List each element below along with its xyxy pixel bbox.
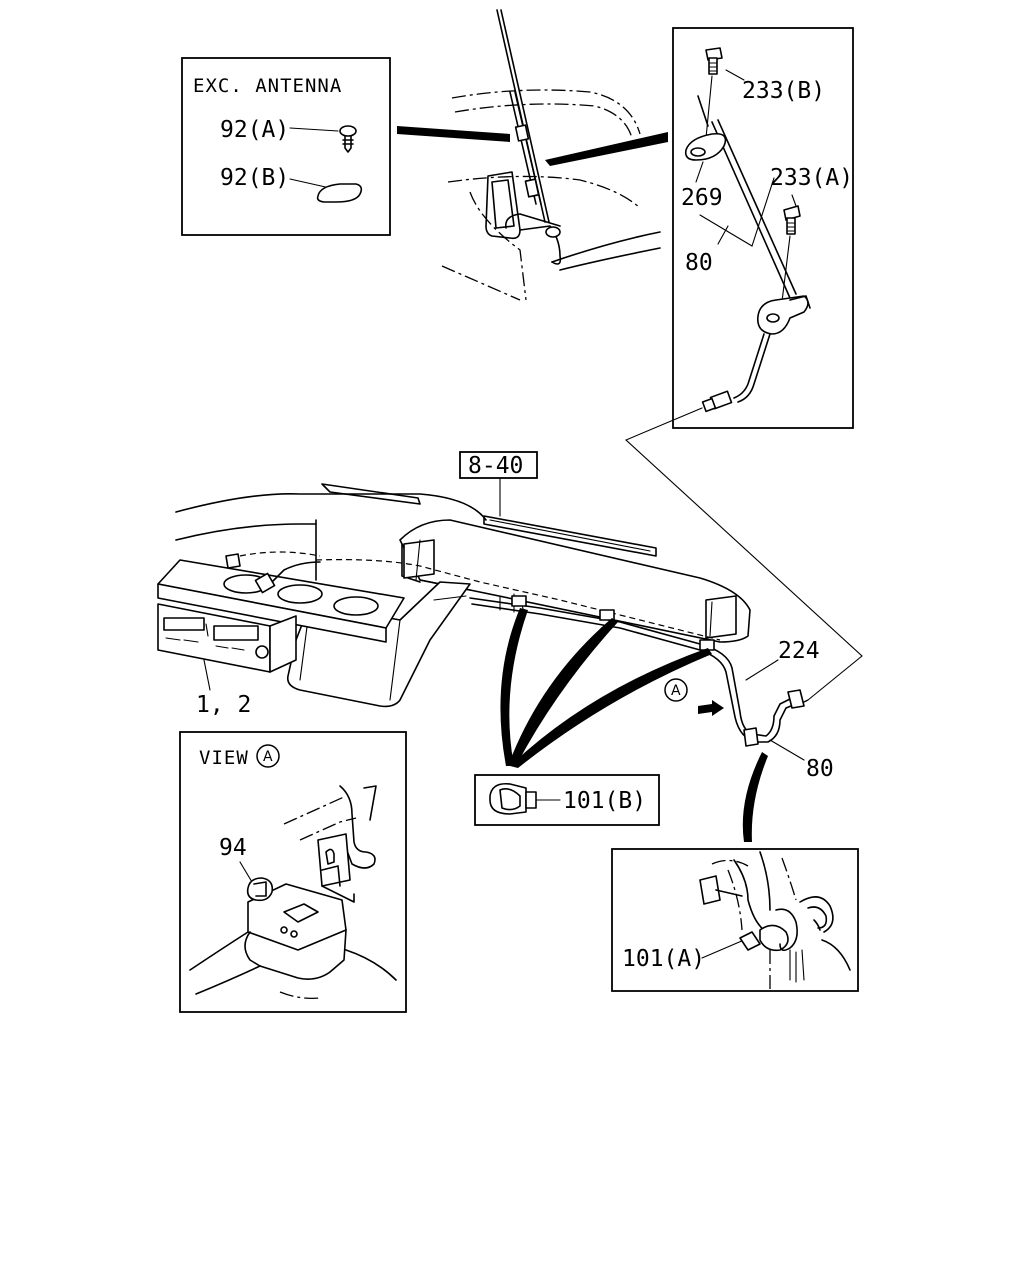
- exc-antenna-inset: EXC. ANTENNA 92(A) 92(B): [181, 57, 391, 236]
- clip-101b-box: 101(B): [474, 774, 660, 826]
- antenna-bracket-icon: [756, 295, 811, 335]
- ref-box-8-40: [459, 451, 538, 479]
- part-label-80-main: 80: [806, 756, 834, 782]
- view-a-frame: [179, 731, 407, 1013]
- antenna-connector-icon: [701, 390, 733, 413]
- bolt-233b-icon: [705, 47, 723, 75]
- view-a-title: VIEW: [199, 747, 249, 769]
- part-label-224: 224: [778, 638, 820, 664]
- part-label-233b: 233(B): [742, 78, 825, 104]
- ref-label-8-40: 8-40: [468, 453, 523, 479]
- bolt-233a-icon: [783, 205, 801, 235]
- view-direction-arrow-icon: [698, 700, 724, 716]
- clip-94-icon: [246, 877, 274, 902]
- svg-text:A: A: [671, 683, 681, 699]
- view-a-inset: VIEW A 94: [179, 731, 407, 1013]
- antenna-parts-frame: [672, 27, 854, 429]
- part-label-233a: 233(A): [770, 165, 853, 191]
- part-label-101a: 101(A): [622, 946, 705, 972]
- antenna-parts-inset: 233(B) 233(A) 269 80: [672, 27, 854, 429]
- instrument-panel-view: 8-40 224: [157, 451, 834, 842]
- part-label-92b: 92(B): [220, 165, 289, 191]
- part-label-80-inset: 80: [685, 250, 713, 276]
- exc-antenna-title: EXC. ANTENNA: [193, 75, 342, 97]
- part-label-269: 269: [681, 185, 723, 211]
- clip-101a-inset: 101(A): [611, 848, 859, 992]
- vehicle-antenna-view: [441, 9, 661, 301]
- part-label-94: 94: [219, 835, 247, 861]
- part-label-101b: 101(B): [563, 788, 646, 814]
- radio-unit-icon: [157, 553, 405, 673]
- leader-wedge-right: [545, 132, 668, 166]
- plug-92b-icon: [316, 183, 363, 203]
- clip-101b-frame: [474, 774, 660, 826]
- clip-101b-icon: [489, 782, 537, 815]
- exc-antenna-frame: [181, 57, 391, 236]
- view-a-marker: A: [664, 678, 688, 702]
- pad-269-icon: [684, 132, 727, 161]
- svg-text:A: A: [263, 749, 273, 765]
- part-label-92a: 92(A): [220, 117, 289, 143]
- view-a-circle-marker: A: [256, 744, 280, 768]
- clip-101a-frame: [611, 848, 859, 992]
- screw-92a-icon: [339, 125, 357, 153]
- part-label-1-2: 1, 2: [196, 692, 251, 718]
- leader-wedge-left: [397, 126, 510, 142]
